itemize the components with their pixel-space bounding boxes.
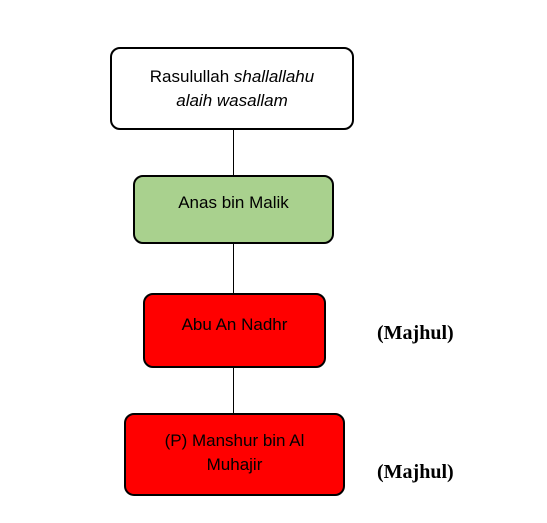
connector-line [233,130,234,175]
node-label-line-1: Rasulullah shallallahu [150,65,314,89]
connector-line [233,368,234,413]
status-label-manshur: (Majhul) [377,461,454,483]
node-label-plain: Rasulullah [149,66,234,86]
node-label-italic: alaih wasallam [176,90,288,110]
node-label: Abu An Nadhr [181,315,288,334]
node-anas-bin-malik: Anas bin Malik [133,175,334,244]
node-abu-an-nadhr: Abu An Nadhr [143,293,326,368]
node-label: Anas bin Malik [178,193,289,212]
node-rasulullah: Rasulullah shallallahu alaih wasallam [110,47,354,130]
node-label-line-2: alaih wasallam [176,89,288,113]
status-label-abu-an-nadhr: (Majhul) [377,322,454,344]
node-label-line-2: Muhajir [206,455,263,474]
node-label-line-1: (P) Manshur bin Al [164,431,305,450]
connector-line [233,244,234,293]
node-manshur-bin-al-muhajir: (P) Manshur bin Al Muhajir [124,413,345,496]
node-label-italic: shallallahu [233,66,315,86]
